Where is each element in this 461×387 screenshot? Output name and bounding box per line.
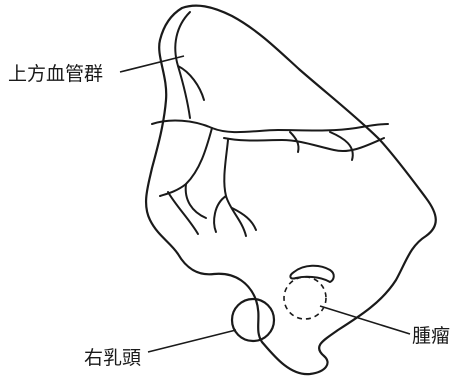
- label-upper-vessels: 上方血管群: [8, 63, 103, 85]
- vessel-tree-branch-2: [214, 196, 226, 232]
- tumor-arc: [290, 266, 333, 282]
- label-tumor: 腫瘤: [412, 325, 450, 347]
- tumor-circle: [284, 277, 326, 319]
- leader-nipple: [148, 330, 236, 352]
- vessel-tree-branch-4: [168, 192, 198, 234]
- leader-tumor: [320, 306, 410, 334]
- vessel-tree-branch-3: [186, 184, 206, 218]
- nipple-circle: [232, 299, 274, 341]
- breast-outline: [146, 6, 436, 375]
- vessel-tree-branch-5: [232, 208, 256, 230]
- main-vessel: [152, 121, 388, 133]
- upper-vessel-outer: [175, 12, 190, 118]
- vessel-tree-branch-1: [224, 140, 246, 236]
- vessel-branch-far-right: [330, 132, 353, 160]
- leader-upper-vessels: [120, 56, 184, 72]
- main-vessel-lower: [224, 138, 384, 151]
- label-right-nipple: 右乳頭: [84, 347, 141, 369]
